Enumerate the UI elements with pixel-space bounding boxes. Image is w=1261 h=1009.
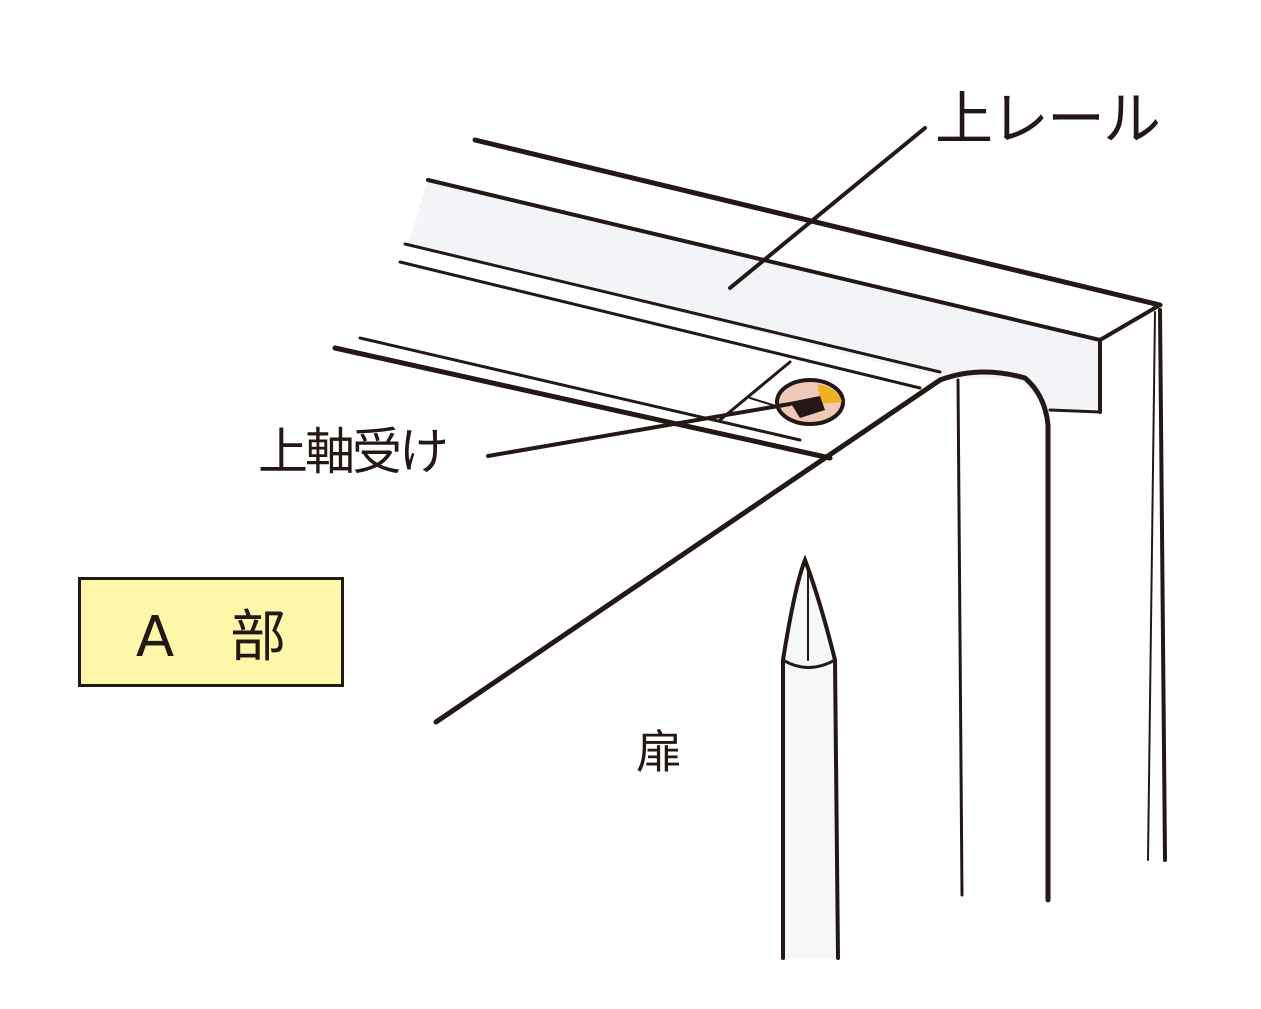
upper-rail-face (408, 180, 1100, 410)
screwdriver-icon (781, 554, 840, 960)
upper-rail-leader (728, 126, 927, 290)
upper-rail-label: 上レール (935, 85, 1161, 153)
door-outline (433, 369, 1051, 903)
upper-bearing-leader (486, 402, 792, 458)
section-label-box: A 部 (78, 577, 344, 687)
upper-bearing-label: 上軸受け (258, 423, 449, 481)
door-label: 扉 (636, 725, 682, 779)
